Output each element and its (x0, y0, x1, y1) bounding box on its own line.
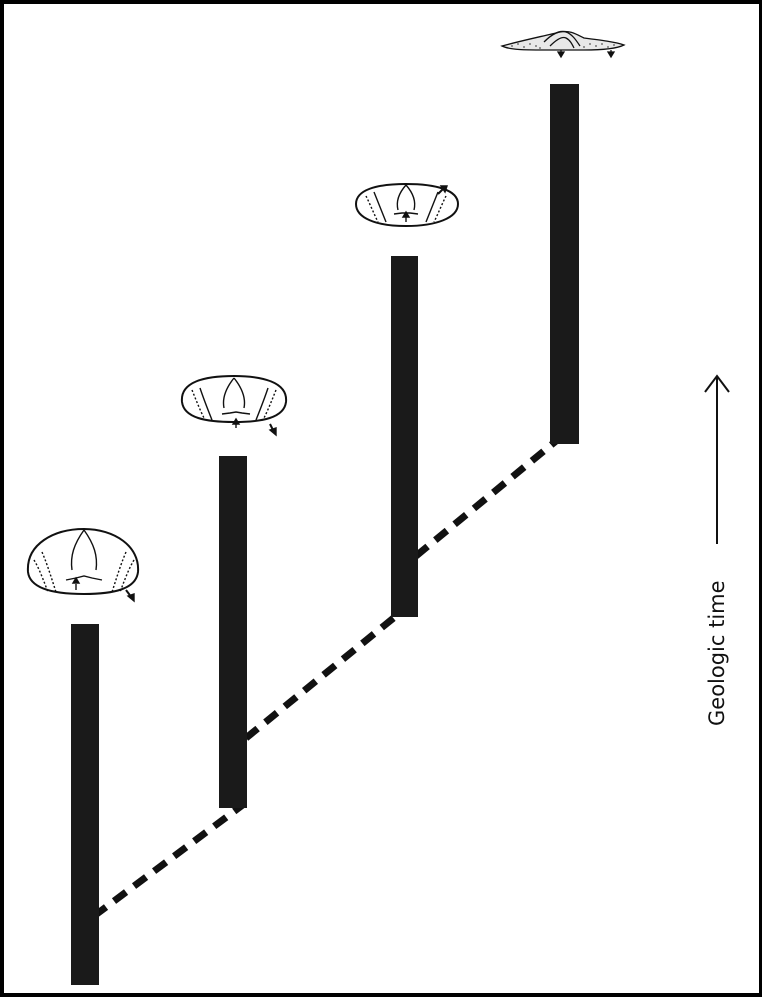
shell-sketch-2 (180, 374, 288, 437)
connector-2-3 (243, 613, 399, 741)
shell-sketch-1 (26, 527, 140, 603)
connector-1-2 (91, 801, 247, 919)
range-bar-lineage-1 (71, 624, 99, 985)
time-arrow-head (704, 374, 730, 393)
ancestry-connectors (91, 438, 559, 919)
shell-sketch-4 (500, 30, 626, 59)
range-bars (71, 84, 579, 985)
time-axis-label: Geologic time (705, 580, 729, 726)
connector-3-4 (413, 438, 559, 559)
range-bar-lineage-4 (550, 84, 579, 444)
shell-sketch-3 (354, 182, 460, 228)
evolution-diagram: Geologic time (26, 30, 730, 985)
time-axis: Geologic time (704, 374, 730, 726)
range-bar-lineage-2 (219, 456, 247, 808)
range-bar-lineage-3 (391, 256, 418, 617)
